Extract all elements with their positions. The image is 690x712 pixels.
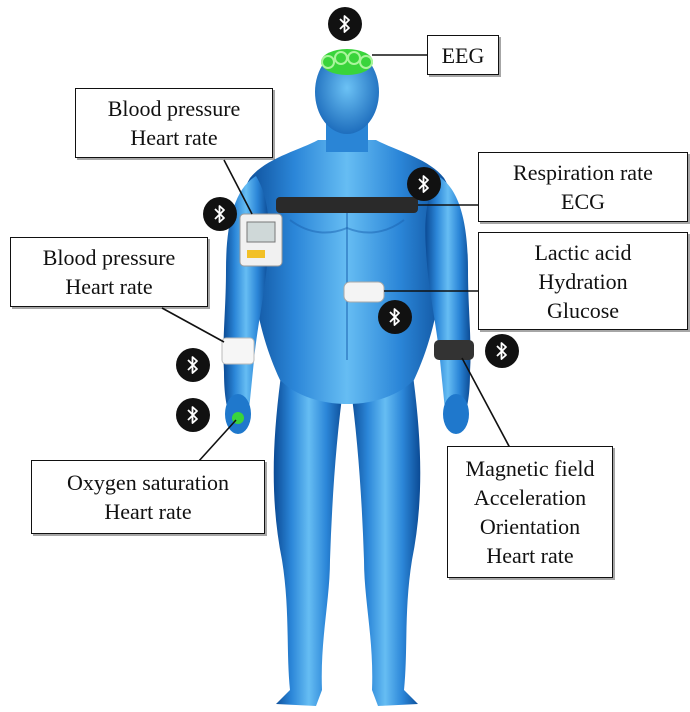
label-eeg: EEG	[427, 35, 499, 75]
label-chest-strap: Respiration rate ECG	[478, 152, 688, 222]
bluetooth-icon	[387, 307, 403, 327]
bluetooth-badge-arm	[203, 197, 237, 231]
left-arm-of-viewer-right	[425, 176, 470, 420]
label-arm-monitor: Blood pressure Heart rate	[75, 88, 273, 158]
bluetooth-badge-eeg	[328, 7, 362, 41]
label-line: Hydration	[538, 267, 627, 296]
label-abdomen-patch: Lactic acid Hydration Glucose	[478, 232, 688, 330]
label-line: Orientation	[480, 512, 580, 541]
chest-strap	[276, 197, 418, 213]
bluetooth-icon	[494, 341, 510, 361]
left-leg	[274, 368, 344, 706]
label-line: Heart rate	[104, 497, 191, 526]
bluetooth-badge-chest	[407, 167, 441, 201]
label-line: EEG	[442, 41, 485, 70]
bluetooth-badge-abdomen	[378, 300, 412, 334]
label-line: Blood pressure	[108, 94, 241, 123]
label-line: Heart rate	[65, 272, 152, 301]
label-smartwatch: Magnetic field Acceleration Orientation …	[447, 446, 613, 578]
arm-blood-pressure-monitor	[240, 214, 282, 266]
bluetooth-icon	[212, 204, 228, 224]
bluetooth-icon	[185, 355, 201, 375]
label-line: Glucose	[547, 296, 619, 325]
label-line: ECG	[561, 187, 605, 216]
label-line: Heart rate	[130, 123, 217, 152]
label-finger-sensor: Oxygen saturation Heart rate	[31, 460, 265, 534]
connector-wrist-cuff	[162, 308, 224, 342]
label-line: Lactic acid	[534, 238, 631, 267]
label-line: Magnetic field	[466, 454, 595, 483]
eeg-cap	[321, 49, 373, 75]
bluetooth-icon	[337, 14, 353, 34]
connector-smartwatch	[462, 358, 510, 448]
bluetooth-badge-wrist	[176, 348, 210, 382]
bluetooth-icon	[185, 405, 201, 425]
bluetooth-badge-finger	[176, 398, 210, 432]
wrist-cuff	[222, 338, 254, 364]
abdomen-patch	[344, 282, 384, 302]
label-wrist-monitor: Blood pressure Heart rate	[10, 237, 208, 307]
left-hand	[443, 394, 469, 434]
right-leg	[350, 368, 420, 706]
smartwatch	[434, 340, 474, 360]
label-line: Heart rate	[486, 541, 573, 570]
label-line: Respiration rate	[513, 158, 653, 187]
bluetooth-badge-watch	[485, 334, 519, 368]
label-line: Oxygen saturation	[67, 468, 229, 497]
label-line: Acceleration	[474, 483, 586, 512]
label-line: Blood pressure	[43, 243, 176, 272]
bluetooth-icon	[416, 174, 432, 194]
